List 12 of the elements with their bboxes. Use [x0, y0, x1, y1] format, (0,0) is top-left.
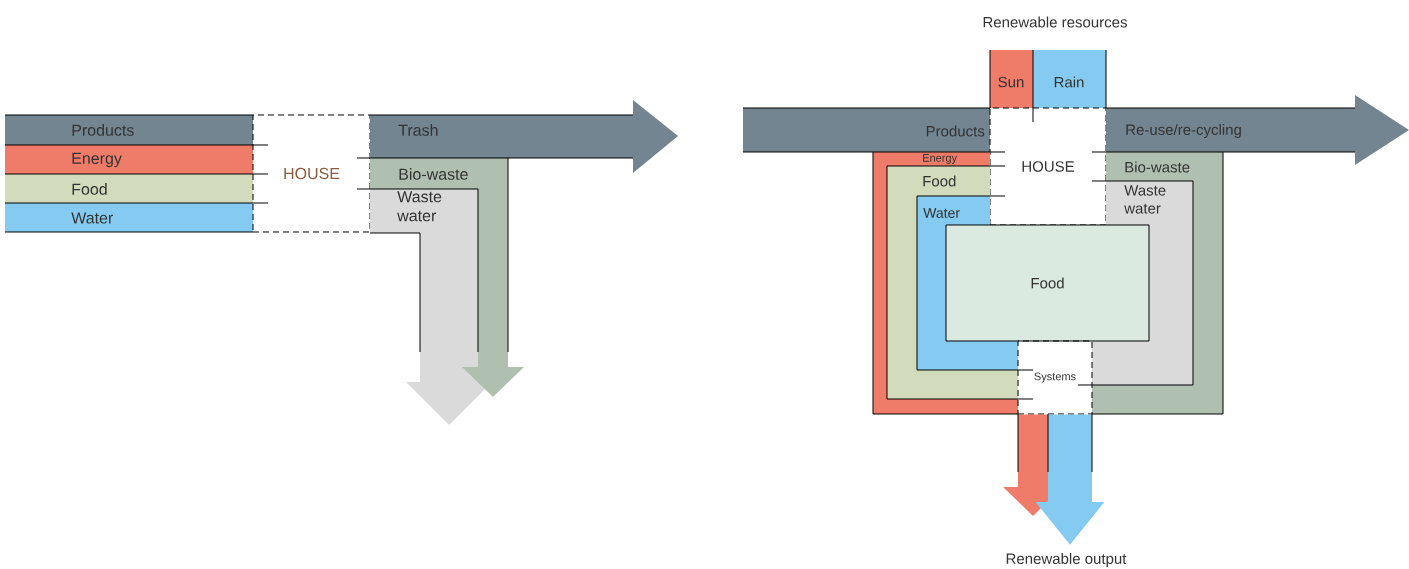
flow-band: Water [917, 196, 1018, 370]
flow-band: Products [743, 108, 990, 152]
flow-band: Energy [5, 145, 253, 174]
dashed-box: HOUSE [252, 114, 371, 233]
food-box: Food [945, 224, 1150, 342]
heading-label: Renewable resources [983, 16, 1127, 28]
flow-band: Rain [1033, 50, 1106, 108]
flow-band: Water [5, 203, 253, 232]
heading-label: Renewable output [1006, 553, 1127, 567]
flow-band: Waste water [1092, 181, 1193, 385]
dashed-box: Systems [1017, 340, 1093, 415]
flow-band: Food [5, 174, 253, 203]
